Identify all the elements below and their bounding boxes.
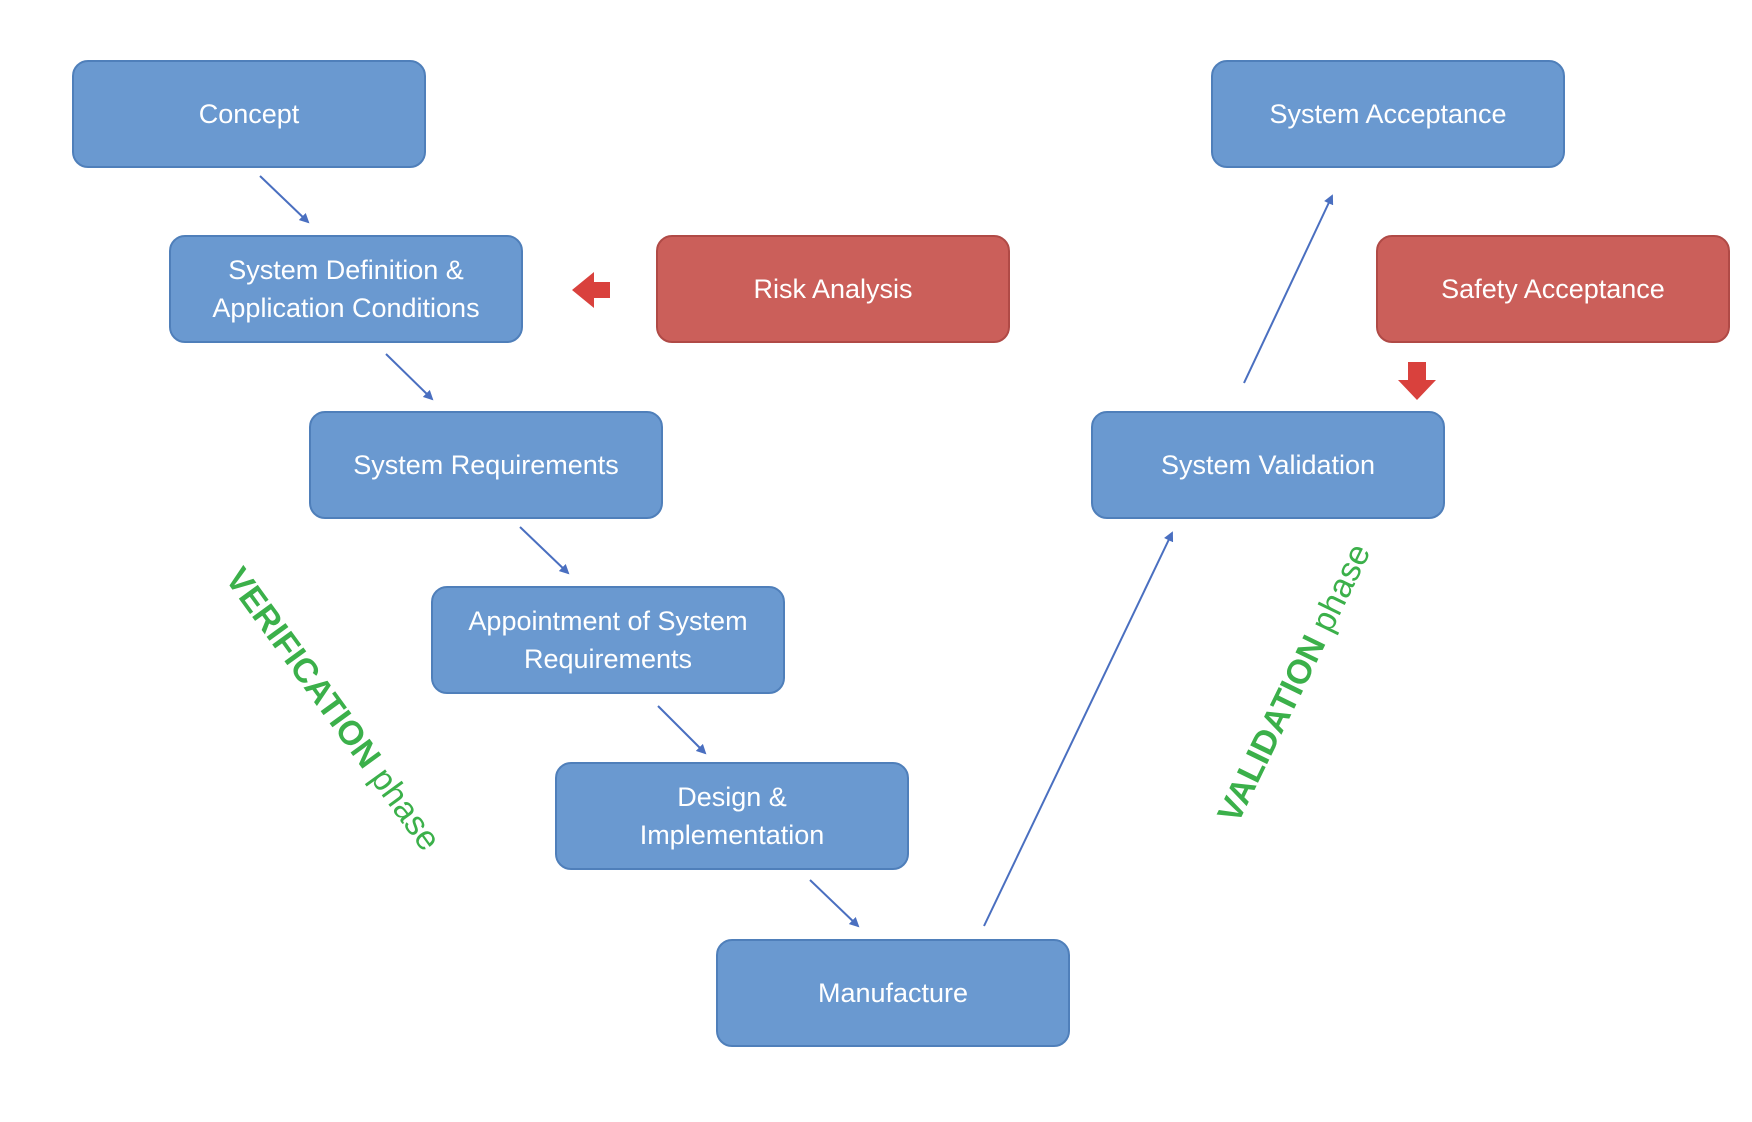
system-validation-box: System Validation [1091,411,1445,519]
manufacture-label: Manufacture [817,978,969,1008]
safety-acceptance-label: Safety Acceptance [1441,274,1665,304]
arrow-concept-to-system-definition [259,175,310,224]
arrow-design-to-manufacture [809,879,860,928]
risk-analysis-box: Risk Analysis [656,235,1010,343]
system-definition-box: System Definition & Application Conditio… [169,235,523,343]
system-definition-label-line1: System Definition & [228,255,464,285]
safety-acceptance-box: Safety Acceptance [1376,235,1730,343]
design-box: Design & Implementation [555,762,909,870]
arrow-requirements-to-appointment [519,526,570,575]
system-acceptance-box: System Acceptance [1211,60,1565,168]
concept-label: Concept [198,99,300,129]
manufacture-box: Manufacture [716,939,1070,1047]
appointment-label-line1: Appointment of System [468,606,748,636]
risk-analysis-label: Risk Analysis [753,274,913,304]
appointment-label-line2: Requirements [523,644,693,674]
concept-box: Concept [72,60,426,168]
arrow-system-validation-to-acceptance [1243,194,1334,384]
system-definition-label-line2: Application Conditions [212,293,480,323]
red-arrow-left-icon [572,272,610,308]
system-acceptance-label: System Acceptance [1269,99,1507,129]
arrow-manufacture-to-system-validation [983,531,1174,927]
design-label-line2: Implementation [639,820,825,850]
red-arrow-down-icon [1398,362,1436,400]
system-requirements-label: System Requirements [353,450,619,480]
appointment-box: Appointment of System Requirements [431,586,785,694]
arrow-appointment-to-design [657,705,707,755]
system-validation-label: System Validation [1160,450,1376,480]
design-label-line1: Design & [677,782,787,812]
arrow-system-definition-to-requirements [385,353,434,401]
system-requirements-box: System Requirements [309,411,663,519]
